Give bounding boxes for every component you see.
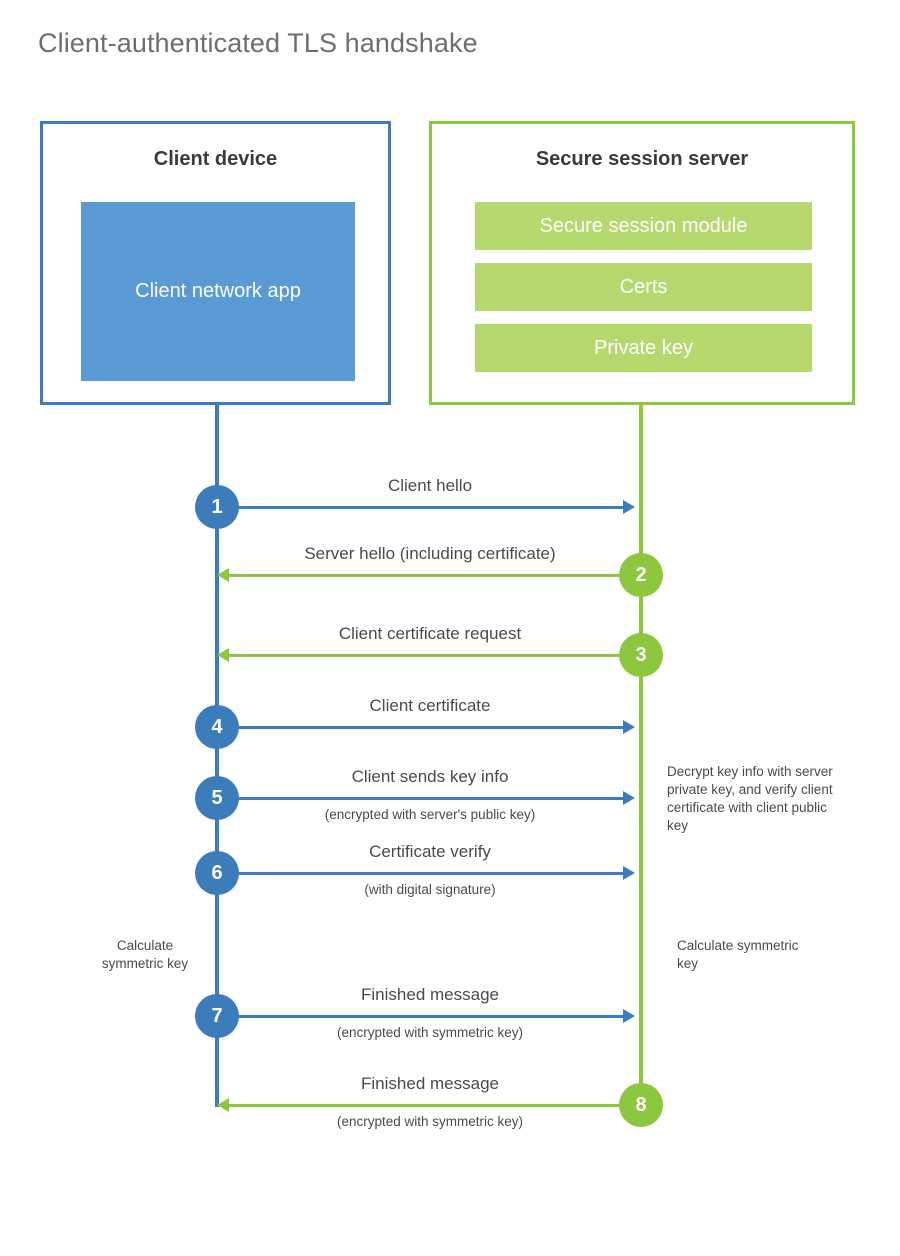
arrow-head-right-icon bbox=[623, 1009, 635, 1023]
message-line-3 bbox=[229, 654, 639, 657]
server-component-certs: Certs bbox=[475, 263, 812, 311]
message-line-1 bbox=[217, 506, 623, 509]
client-network-app-block: Client network app bbox=[81, 202, 355, 381]
step-circle-3: 3 bbox=[619, 633, 663, 677]
message-line-8 bbox=[229, 1104, 639, 1107]
arrow-head-right-icon bbox=[623, 866, 635, 880]
message-label-8: Finished message bbox=[361, 1074, 499, 1093]
message-line-7 bbox=[217, 1015, 623, 1018]
step-circle-7: 7 bbox=[195, 994, 239, 1038]
step-circle-5: 5 bbox=[195, 776, 239, 820]
server-components-list: Secure session module Certs Private key bbox=[475, 202, 812, 372]
step-circle-1: 1 bbox=[195, 485, 239, 529]
arrow-head-right-icon bbox=[623, 791, 635, 805]
arrow-head-right-icon bbox=[623, 500, 635, 514]
secure-session-server-title: Secure session server bbox=[535, 148, 749, 170]
message-sublabel-8: (encrypted with symmetric key) bbox=[336, 1114, 524, 1129]
step-circle-2: 2 bbox=[619, 553, 663, 597]
message-sublabel-6: (with digital signature) bbox=[364, 882, 496, 897]
message-label-4: Client certificate bbox=[369, 696, 491, 715]
client-device-title: Client device bbox=[153, 148, 278, 170]
message-line-6 bbox=[217, 872, 623, 875]
arrow-head-left-icon bbox=[217, 648, 229, 662]
step-circle-6: 6 bbox=[195, 851, 239, 895]
server-component-secure-session-module: Secure session module bbox=[475, 202, 812, 250]
message-line-4 bbox=[217, 726, 623, 729]
arrow-head-left-icon bbox=[217, 1098, 229, 1112]
secure-session-server-box: Secure session server Secure session mod… bbox=[429, 121, 855, 405]
server-lifeline bbox=[639, 405, 643, 1107]
client-lifeline bbox=[215, 405, 219, 1107]
message-label-6: Certificate verify bbox=[369, 842, 491, 861]
step-circle-4: 4 bbox=[195, 705, 239, 749]
step-circle-8: 8 bbox=[619, 1083, 663, 1127]
message-line-2 bbox=[229, 574, 639, 577]
message-label-1: Client hello bbox=[387, 476, 473, 495]
arrow-head-left-icon bbox=[217, 568, 229, 582]
message-sublabel-7: (encrypted with symmetric key) bbox=[336, 1025, 524, 1040]
server-component-private-key: Private key bbox=[475, 324, 812, 372]
arrow-head-right-icon bbox=[623, 720, 635, 734]
message-label-3: Client certificate request bbox=[338, 624, 522, 643]
message-sublabel-5: (encrypted with server's public key) bbox=[324, 807, 536, 822]
message-label-2: Server hello (including certificate) bbox=[304, 544, 556, 563]
server-calculate-symmetric-key-note: Calculate symmetric key bbox=[677, 938, 799, 971]
page-title: Client-authenticated TLS handshake bbox=[38, 28, 478, 58]
message-label-7: Finished message bbox=[361, 985, 499, 1004]
message-label-5: Client sends key info bbox=[351, 767, 509, 786]
client-calculate-symmetric-key-note: Calculate symmetric key bbox=[101, 938, 189, 971]
client-device-box: Client device Client network app bbox=[40, 121, 391, 405]
server-decrypt-note: Decrypt key info with server private key… bbox=[667, 764, 833, 833]
message-line-5 bbox=[217, 797, 623, 800]
